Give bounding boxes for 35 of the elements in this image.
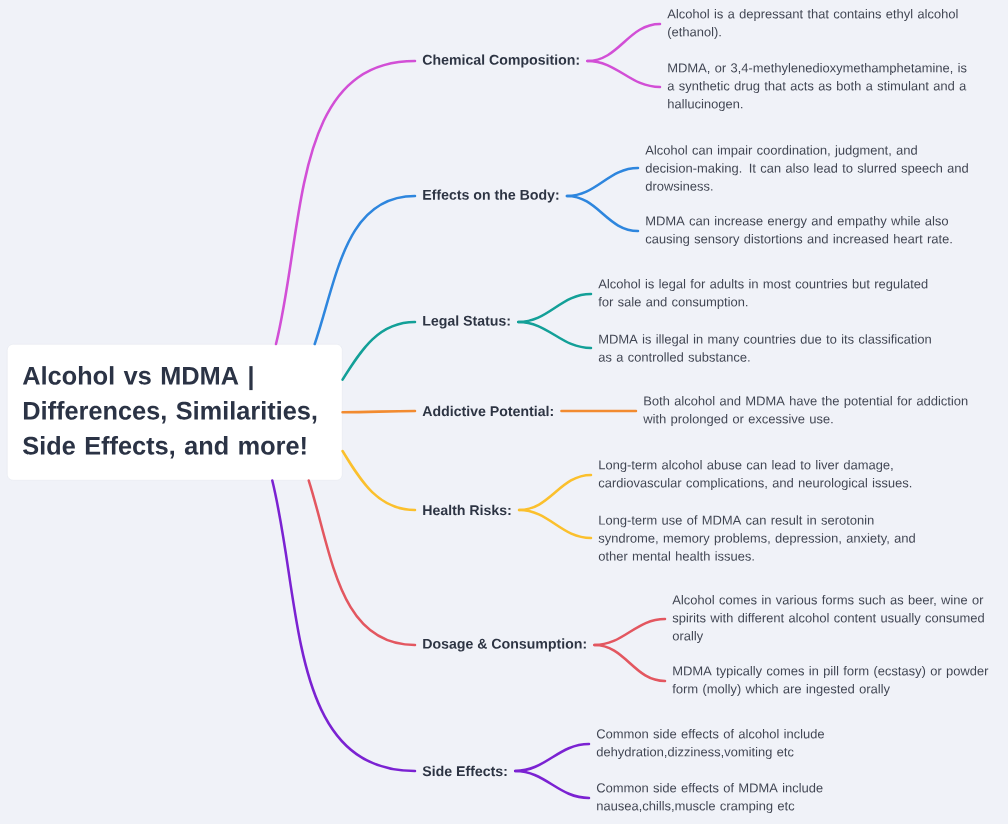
note-text: Common side effects of MDMA include nausea,chills,muscle cramping etc — [596, 782, 823, 813]
topic-label: Chemical Composition: — [422, 54, 579, 68]
branch-line — [307, 479, 417, 647]
topic-label: Health Risks: — [423, 504, 511, 516]
note-text: MDMA typically comes in pill form (ecstasy) or powder form (molly) which are ingested orally — [672, 665, 989, 696]
branch-line — [341, 449, 417, 512]
note-text: Both alcohol and MDMA have the potential for addiction with prolonged or excessive use. — [643, 395, 968, 426]
note-text: Long-term use of MDMA can result in serotonin syndrome, memory problems, depression, anxiety, and other mental health issues. — [598, 515, 915, 561]
note-text: MDMA can increase energy and empathy while also causing sensory distortions and increased heart rate. — [645, 215, 952, 246]
note-text: Alcohol can impair coordination, judgment, and decision-making. It can also lead to slurred speech and drowsiness. — [645, 145, 968, 191]
branch-line — [513, 769, 591, 800]
note-text: Alcohol is legal for adults in most countries but regulated for sale and consumption. — [598, 278, 928, 309]
branch-line — [341, 409, 417, 414]
branch-line — [274, 59, 417, 346]
note-text: Alcohol is a depressant that contains ethyl alcohol (ethanol). — [667, 9, 958, 39]
branch-line — [313, 194, 417, 346]
branch-line — [593, 643, 667, 683]
note-text: Long-term alcohol abuse can lead to liver damage, cardiovascular complications, and neurological issues. — [598, 459, 912, 490]
branch-line — [271, 479, 417, 773]
note-text: MDMA, or 3,4-methylenedioxymethamphetamine, is a synthetic drug that acts as both a stimulant and a hallucinogen. — [667, 62, 967, 111]
branch-line — [517, 320, 593, 350]
topic-label: Side Effects: — [422, 765, 507, 777]
note-text: Alcohol comes in various forms such as beer, wine or spirits with different alcohol content usually consumed orally — [672, 594, 984, 643]
branch-line — [517, 508, 593, 540]
title-box: Alcohol vs MDMA | Differences, Similarities, Side Effects, and more! — [7, 344, 343, 481]
branch-line — [560, 409, 638, 413]
topic-label: Dosage & Consumption: — [423, 638, 586, 652]
topic-label: Legal Status: — [423, 315, 510, 329]
note-text: Common side effects of alcohol include dehydration,dizziness,vomiting etc — [596, 728, 824, 759]
branch-line — [586, 59, 662, 89]
branch-line — [565, 194, 640, 233]
topic-label: Effects on the Body: — [423, 189, 559, 203]
note-text: MDMA is illegal in many countries due to its classification as a controlled substance. — [598, 334, 931, 362]
branch-line — [341, 320, 417, 381]
topic-label: Addictive Potential: — [422, 405, 553, 417]
